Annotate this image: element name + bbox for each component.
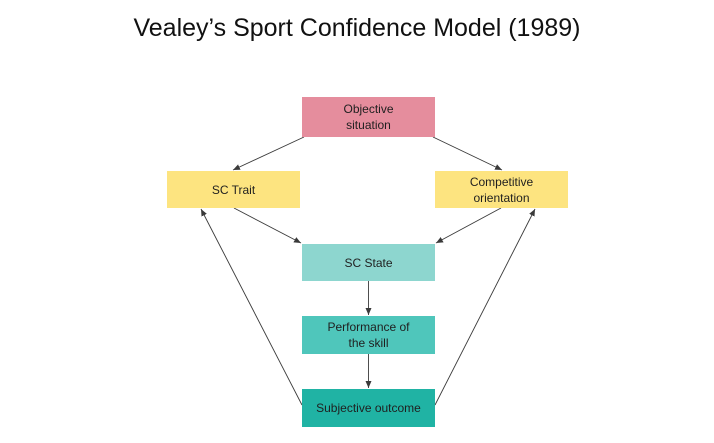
node-objective-situation-line-2: situation bbox=[346, 118, 391, 132]
edge-objective-to-orientation bbox=[432, 136, 503, 171]
node-sc-trait: SC Trait bbox=[167, 171, 300, 208]
node-performance-line-1: Performance of bbox=[327, 320, 410, 334]
edge-trait-to-state bbox=[233, 207, 302, 244]
edge-objective-to-trait bbox=[232, 136, 305, 171]
node-competitive-orientation-line-1: Competitive bbox=[469, 174, 534, 189]
node-competitive-orientation-line-2: orientation bbox=[473, 190, 530, 205]
node-competitive-orientation: Competitive orientation bbox=[435, 171, 568, 208]
diagram-title: Vealey’s Sport Confidence Model (1989) bbox=[133, 14, 581, 42]
node-subjective-outcome-line-1: Subjective outcome bbox=[316, 401, 421, 415]
node-objective-situation-line-1: Objective bbox=[343, 102, 394, 116]
node-sc-state: SC State bbox=[302, 244, 435, 281]
edge-outcome-to-orientation bbox=[434, 208, 536, 406]
edge-outcome-to-trait bbox=[200, 208, 303, 406]
node-sc-trait-line-1: SC Trait bbox=[211, 182, 256, 197]
node-sc-state-line-1: SC State bbox=[344, 255, 393, 270]
node-objective-situation: Objective situation bbox=[302, 97, 435, 137]
node-subjective-outcome: Subjective outcome bbox=[302, 389, 435, 427]
edge-orientation-to-state bbox=[435, 207, 502, 244]
node-performance-line-2: the skill bbox=[348, 336, 389, 350]
node-performance-of-the-skill: Performance of the skill bbox=[302, 316, 435, 354]
